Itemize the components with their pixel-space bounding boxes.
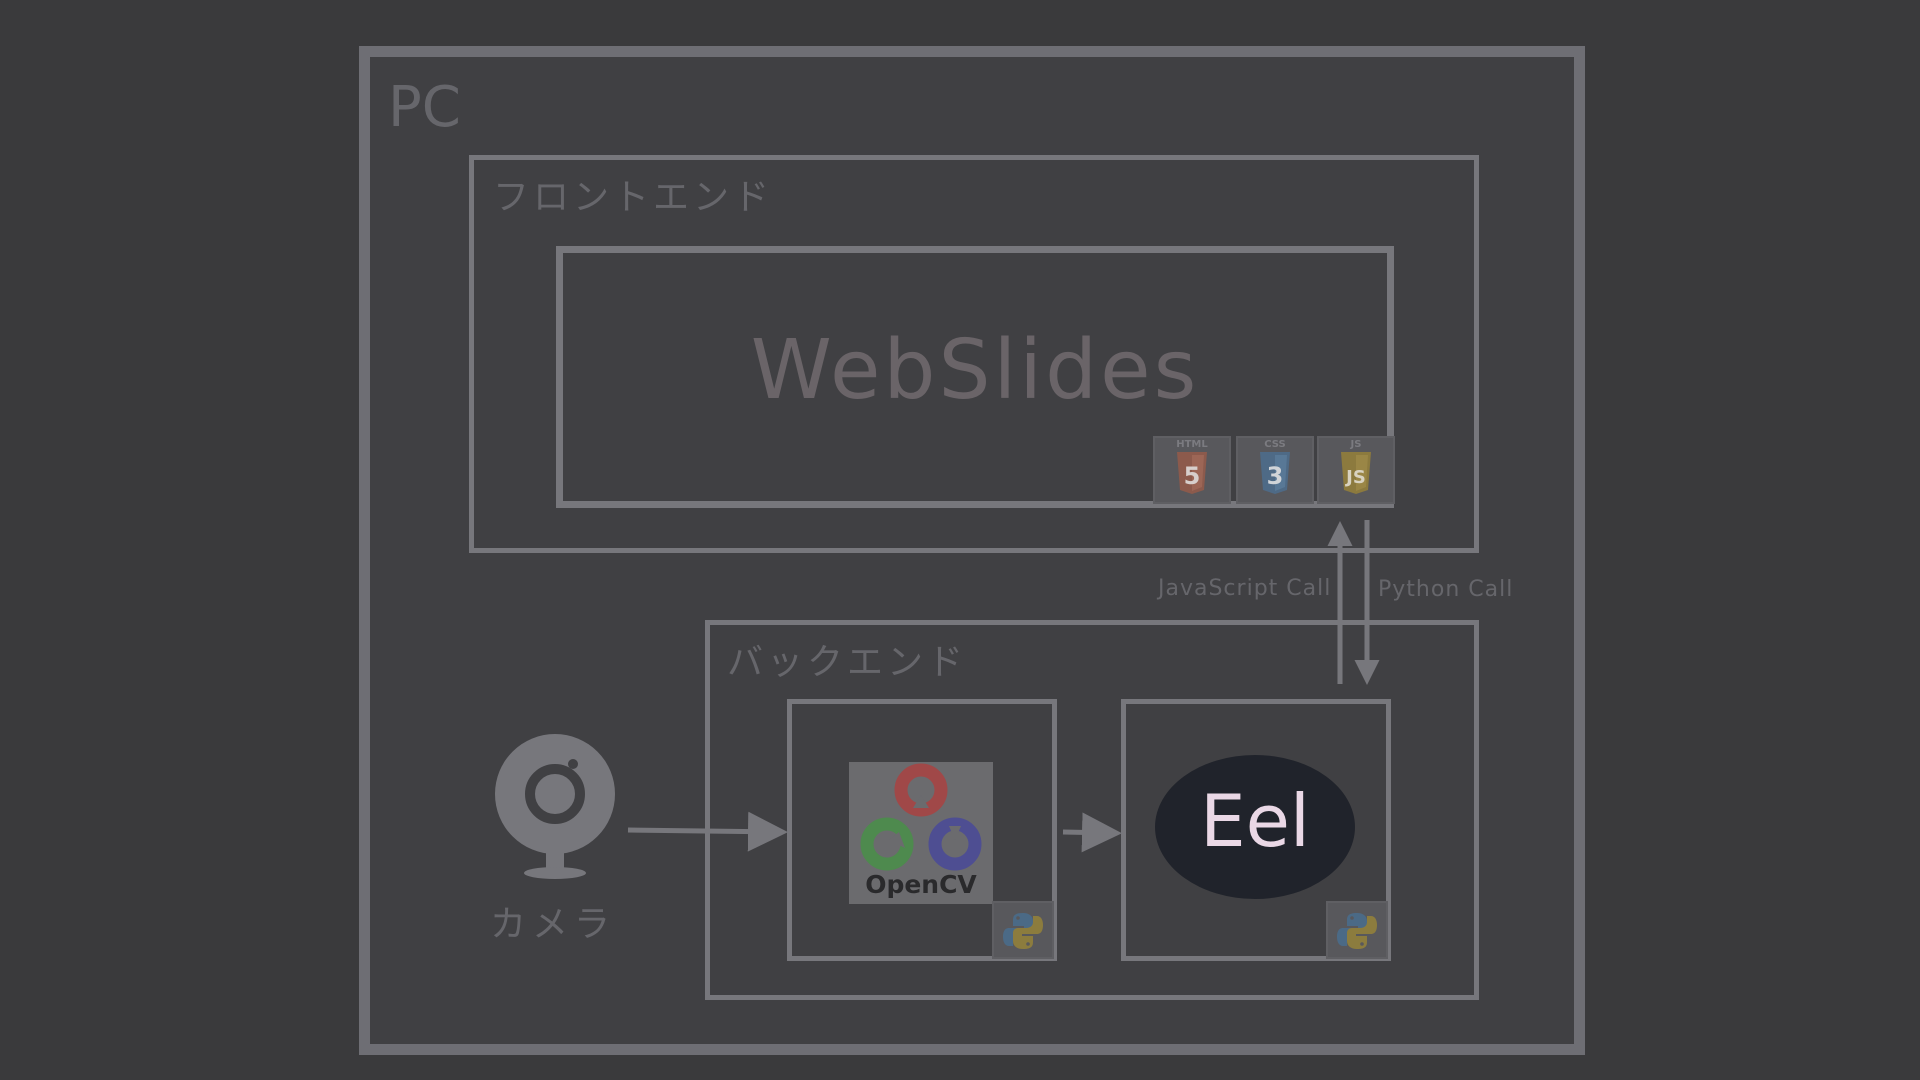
webslides-box — [556, 246, 1394, 508]
svg-text:3: 3 — [1267, 462, 1284, 490]
opencv-logo: OpenCV — [849, 762, 993, 904]
css-badge-caption: CSS — [1264, 439, 1286, 450]
camera-icon — [495, 734, 615, 879]
frontend-container — [469, 155, 1479, 553]
svg-text:5: 5 — [1184, 462, 1201, 490]
camera-to-opencv-arrow — [627, 811, 788, 852]
eel-module-box — [1121, 699, 1391, 961]
svg-text:JS: JS — [1344, 467, 1366, 488]
js-badge: JS JS — [1317, 436, 1395, 504]
javascript-call-label: JavaScript Call — [1158, 576, 1332, 601]
opencv-module-box — [787, 699, 1057, 961]
html5-icon: 5 — [1177, 452, 1207, 494]
backend-container — [705, 620, 1479, 1000]
python-badge-opencv — [992, 901, 1054, 959]
webslides-label: WebSlides — [750, 323, 1200, 418]
css3-icon: 3 — [1260, 452, 1290, 494]
pc-label: PC — [388, 75, 461, 140]
frontend-label: フロントエンド — [493, 177, 774, 218]
eel-label: Eel — [1200, 779, 1310, 863]
opencv-label: OpenCV — [865, 870, 977, 899]
opencv-to-eel-arrow — [1062, 812, 1122, 853]
js-icon: JS — [1341, 452, 1371, 494]
css3-badge: CSS 3 — [1236, 436, 1314, 504]
html5-badge: HTML 5 — [1153, 436, 1231, 504]
camera-label: カメラ — [490, 904, 617, 945]
js-badge-caption: JS — [1350, 439, 1362, 450]
backend-label: バックエンド — [727, 642, 968, 683]
python-badge-eel — [1326, 901, 1388, 959]
eel-logo: Eel — [1155, 755, 1355, 899]
python-call-label: Python Call — [1378, 577, 1514, 602]
python-icon — [1003, 913, 1043, 949]
python-icon — [1337, 913, 1377, 949]
html-badge-caption: HTML — [1176, 439, 1208, 450]
